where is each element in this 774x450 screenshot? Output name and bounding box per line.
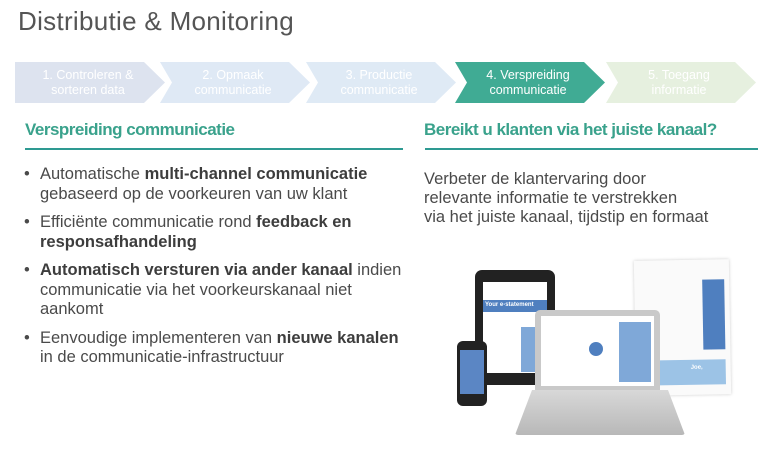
bold-text: Automatisch versturen via ander kanaal xyxy=(40,261,353,279)
text: gebaseerd op de voorkeuren van uw klant xyxy=(40,184,348,203)
right-divider xyxy=(425,148,758,150)
step-label: 5. Toegang informatie xyxy=(648,67,710,97)
text: in de communicatie-infrastructuur xyxy=(40,348,284,366)
step-label: 4. Verspreiding communicatie xyxy=(486,67,570,97)
bullet-list: •Automatische multi-channel communicatie… xyxy=(22,165,412,377)
laptop-keyboard xyxy=(515,390,685,435)
text-line: Verbeter de klantervaring door xyxy=(424,170,646,188)
list-item: •Automatisch versturen via ander kanaal … xyxy=(24,261,402,318)
left-heading: Verspreiding communicatie xyxy=(25,120,235,139)
list-item: •Automatische multi-channel communicatie… xyxy=(24,165,368,203)
bold-text: multi-channel communicatie xyxy=(144,165,368,183)
bold-text: nieuwe kanalen xyxy=(276,328,399,347)
list-item: •Eenvoudige implementeren van nieuwe kan… xyxy=(24,328,399,367)
text-line: via het juiste kanaal, tijdstip en forma… xyxy=(424,208,709,226)
list-item: •Efficiënte communicatie rond feedback e… xyxy=(24,213,352,251)
step-3[interactable]: 3. Productie communicatie xyxy=(306,62,456,103)
multichannel-devices-image: Joe, Your e-statement xyxy=(440,255,770,445)
step-1[interactable]: 1. Controleren & sorteren data xyxy=(15,62,165,103)
text: indien communicatie via het voorkeurskan… xyxy=(40,261,402,318)
text: Automatische xyxy=(40,165,145,183)
step-4-active[interactable]: 4. Verspreiding communicatie xyxy=(455,62,605,103)
step-2[interactable]: 2. Opmaak communicatie xyxy=(160,62,310,103)
text-line: relevante informatie te verstrekken xyxy=(424,189,678,207)
text: Eenvoudige implementeren van xyxy=(40,328,277,347)
phone-icon xyxy=(457,341,487,406)
tablet-text: Your e-statement xyxy=(485,302,534,308)
bold-text: feedback en responsafhandeling xyxy=(40,213,352,251)
step-label: 3. Productie communicatie xyxy=(340,67,418,97)
right-heading: Bereikt u klanten via het juiste kanaal? xyxy=(424,120,717,139)
laptop-icon xyxy=(535,310,660,390)
step-5[interactable]: 5. Toegang informatie xyxy=(606,62,756,103)
left-divider xyxy=(25,148,403,150)
text: Efficiënte communicatie rond xyxy=(40,213,257,231)
step-label: 2. Opmaak communicatie xyxy=(194,67,272,97)
page-title: Distributie & Monitoring xyxy=(18,6,294,36)
banner-text: Joe, xyxy=(690,364,703,371)
step-label: 1. Controleren & sorteren data xyxy=(42,67,134,97)
right-description: Verbeter de klantervaring door relevante… xyxy=(424,170,708,227)
